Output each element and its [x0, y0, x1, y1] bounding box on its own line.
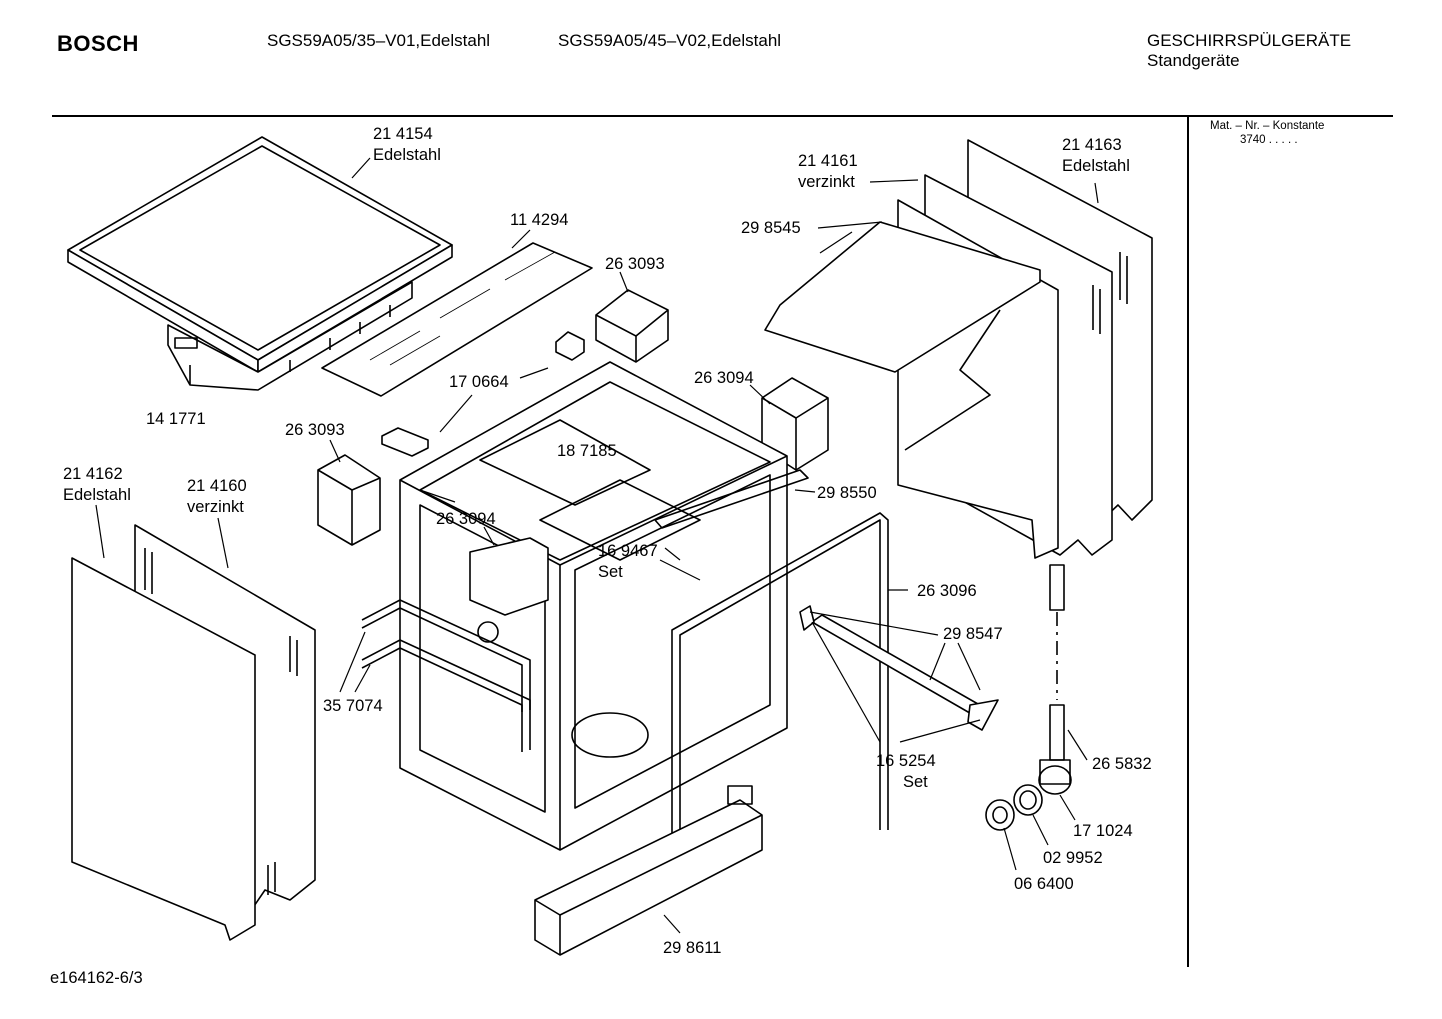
- part-label-214161-material: verzinkt: [798, 173, 855, 191]
- part-label-214154: 21 4154: [373, 125, 433, 143]
- hinge-holder-part-b: [317, 454, 381, 546]
- part-label-169467: 16 9467: [598, 542, 658, 560]
- part-label-214160: 21 4160: [187, 477, 247, 495]
- plinth-part: [534, 785, 763, 956]
- part-label-029952: 02 9952: [1043, 849, 1103, 867]
- model-number-2: SGS59A05/45–V02,Edelstahl: [558, 31, 782, 50]
- part-label-298550: 29 8550: [817, 484, 877, 502]
- part-label-263093-top: 26 3093: [605, 255, 665, 273]
- part-label-170664: 17 0664: [449, 373, 509, 391]
- side-panel-front-left: [71, 557, 256, 941]
- top-cover-part: [67, 136, 453, 391]
- cap-part: [985, 799, 1015, 831]
- part-label-298547: 29 8547: [943, 625, 1003, 643]
- part-label-265832: 26 5832: [1092, 755, 1152, 773]
- basket-rail-part: [361, 599, 531, 752]
- category-subtitle: Standgeräte: [1147, 51, 1240, 70]
- part-label-263093-left: 26 3093: [285, 421, 345, 439]
- part-label-263096: 26 3096: [917, 582, 977, 600]
- bracket-part-b: [381, 427, 429, 457]
- part-label-187185: 18 7185: [557, 442, 617, 460]
- hose-part: [1049, 564, 1065, 761]
- part-label-214160-material: verzinkt: [187, 498, 244, 516]
- tub-frame-part: [399, 361, 788, 851]
- model-number-1: SGS59A05/35–V01,Edelstahl: [267, 31, 491, 50]
- brand-logo: BOSCH: [57, 31, 139, 56]
- spray-arm-part: [799, 605, 999, 731]
- part-label-214163-material: Edelstahl: [1062, 157, 1130, 175]
- part-label-214163: 21 4163: [1062, 136, 1122, 154]
- drawing-id: e164162-6/3: [50, 969, 143, 987]
- part-label-066400: 06 6400: [1014, 875, 1074, 893]
- material-constant-value: 3740 . . . . .: [1240, 134, 1298, 146]
- hinge-holder-part-c: [761, 377, 829, 471]
- door-seal-part: [671, 512, 889, 880]
- side-panel-divider: [1187, 116, 1189, 967]
- part-label-263094-right: 26 3094: [694, 369, 754, 387]
- part-label-141771: 14 1771: [146, 410, 206, 428]
- drain-elbow-part: [1038, 759, 1072, 795]
- part-label-263094-left: 26 3094: [436, 510, 496, 528]
- part-label-298611: 29 8611: [663, 939, 722, 957]
- part-label-114294: 11 4294: [510, 211, 569, 229]
- part-label-357074: 35 7074: [323, 697, 383, 715]
- part-label-214154-material: Edelstahl: [373, 146, 441, 164]
- ring-part: [1013, 784, 1043, 816]
- material-constant-heading: Mat. – Nr. – Konstante: [1210, 120, 1325, 132]
- part-label-214162: 21 4162: [63, 465, 123, 483]
- part-label-171024: 17 1024: [1073, 822, 1133, 840]
- category-title: GESCHIRRSPÜLGERÄTE: [1147, 31, 1352, 50]
- label-film-part: [321, 242, 593, 397]
- upper-rail-part: [654, 469, 809, 529]
- hinge-holder-part-a: [595, 289, 669, 363]
- part-label-165254: 16 5254: [876, 752, 936, 770]
- bracket-part-a: [555, 331, 585, 361]
- header-rule: [52, 115, 1393, 117]
- leader-lines: [95, 157, 1099, 934]
- part-label-298545: 29 8545: [741, 219, 801, 237]
- part-label-165254-set: Set: [903, 773, 928, 791]
- part-label-169467-set: Set: [598, 563, 623, 581]
- part-label-214161: 21 4161: [798, 152, 858, 170]
- part-label-214162-material: Edelstahl: [63, 486, 131, 504]
